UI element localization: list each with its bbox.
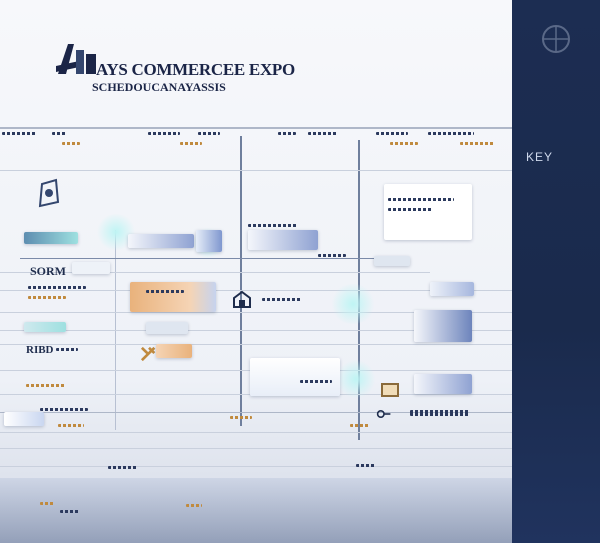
row-label — [146, 290, 184, 293]
building-icon — [233, 290, 251, 308]
row-guide — [20, 258, 410, 259]
schedule-block[interactable] — [24, 322, 66, 332]
footer-label — [60, 510, 80, 513]
schedule-block[interactable] — [414, 310, 472, 342]
row-label — [26, 384, 66, 387]
row-label — [108, 466, 138, 469]
footer-label — [186, 504, 202, 507]
tools-icon — [140, 346, 156, 362]
block-label: SORM — [30, 264, 66, 278]
page-subtitle: SCHEDOUCANAYASSIS — [92, 80, 226, 94]
footer-label — [40, 502, 54, 505]
row-label — [28, 296, 66, 299]
header-label — [198, 132, 220, 135]
schedule-block[interactable] — [146, 322, 188, 334]
row-guide — [0, 330, 512, 331]
row-label — [230, 416, 252, 419]
row-label — [28, 286, 86, 289]
row-guide — [0, 448, 512, 449]
row-guide — [0, 170, 512, 171]
schedule-block[interactable] — [250, 358, 340, 396]
row-label — [56, 348, 78, 351]
header-label — [278, 132, 296, 135]
schedule-block[interactable] — [196, 230, 222, 252]
row-label — [318, 254, 346, 257]
row-label — [388, 208, 432, 211]
header-label — [180, 142, 202, 145]
header-label — [460, 142, 494, 145]
header-label — [148, 132, 180, 135]
header-label — [2, 132, 36, 135]
header-label — [62, 142, 80, 145]
row-label — [350, 424, 370, 427]
header-label — [376, 132, 408, 135]
header-rule — [0, 127, 512, 129]
globe-icon — [542, 25, 570, 53]
key-icon — [376, 410, 391, 418]
schedule-block[interactable] — [248, 230, 318, 250]
schedule-block[interactable] — [384, 184, 472, 240]
row-label — [410, 410, 470, 416]
box-icon — [381, 383, 399, 397]
schedule-block[interactable] — [128, 234, 194, 248]
schedule-block[interactable] — [72, 262, 110, 274]
schedule-block[interactable] — [430, 282, 474, 296]
header-label — [52, 132, 66, 135]
schedule-diagram: AYS COMMERCEE EXPO SCHEDOUCANAYASSIS — [0, 0, 512, 543]
row-guide — [0, 272, 430, 273]
row-label — [58, 424, 84, 427]
key-title: KEY — [526, 150, 554, 164]
schedule-block[interactable] — [374, 256, 410, 266]
row-guide — [0, 344, 512, 345]
row-label — [356, 464, 376, 467]
timeline-axis — [240, 136, 242, 426]
block-label: RIBD — [26, 344, 54, 356]
schedule-block[interactable] — [414, 374, 472, 394]
row-label — [300, 380, 332, 383]
page-title: AYS COMMERCEE EXPO — [96, 60, 295, 79]
glow-accent — [336, 360, 376, 398]
row-guide — [0, 412, 512, 413]
logo-icon — [56, 44, 96, 74]
row-label — [248, 224, 298, 227]
schedule-block[interactable] — [130, 282, 216, 312]
key-panel — [512, 0, 600, 543]
row-label — [262, 298, 302, 301]
row-guide — [0, 312, 512, 313]
schedule-block[interactable] — [156, 344, 192, 358]
glow-accent — [330, 284, 376, 324]
schedule-block[interactable] — [4, 412, 44, 426]
row-guide — [0, 466, 512, 467]
row-label — [40, 408, 88, 411]
row-guide — [0, 290, 512, 291]
header-label — [428, 132, 474, 135]
header-label — [308, 132, 338, 135]
header-label — [390, 142, 418, 145]
footer-haze — [0, 478, 512, 543]
row-guide — [0, 432, 512, 433]
row-label — [388, 198, 454, 201]
schedule-block[interactable] — [24, 232, 78, 244]
dashboard-icon — [38, 178, 60, 208]
